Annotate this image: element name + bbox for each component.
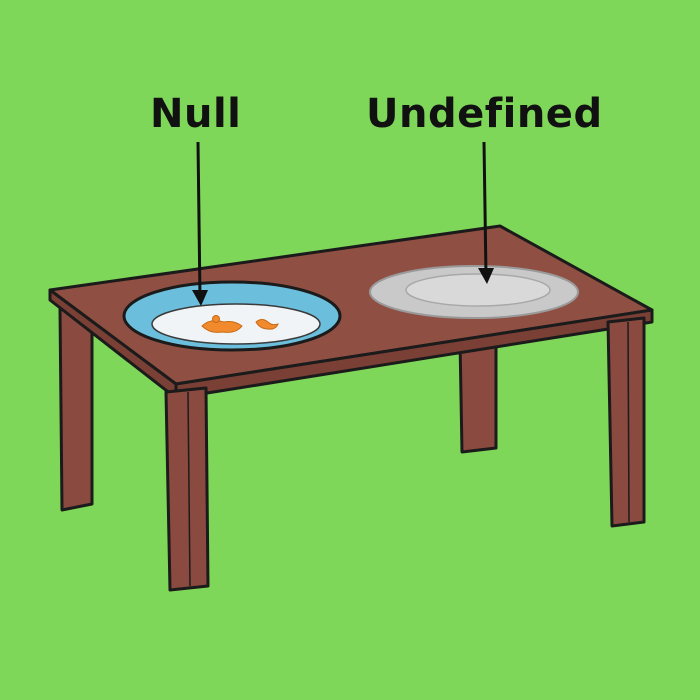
null-arrow bbox=[192, 141, 208, 306]
front-left-leg bbox=[164, 386, 210, 592]
back-left-leg bbox=[58, 306, 94, 512]
food-scraps bbox=[201, 315, 279, 333]
null-label: Null bbox=[150, 91, 242, 137]
undefined-label: Undefined bbox=[366, 91, 603, 137]
table-back-legs bbox=[58, 306, 498, 512]
back-right-leg bbox=[458, 334, 498, 454]
table-front-legs bbox=[164, 316, 646, 592]
null-plate bbox=[122, 280, 342, 352]
undefined-arrow bbox=[478, 141, 494, 284]
front-right-leg bbox=[606, 316, 646, 528]
undefined-plate bbox=[369, 265, 579, 319]
